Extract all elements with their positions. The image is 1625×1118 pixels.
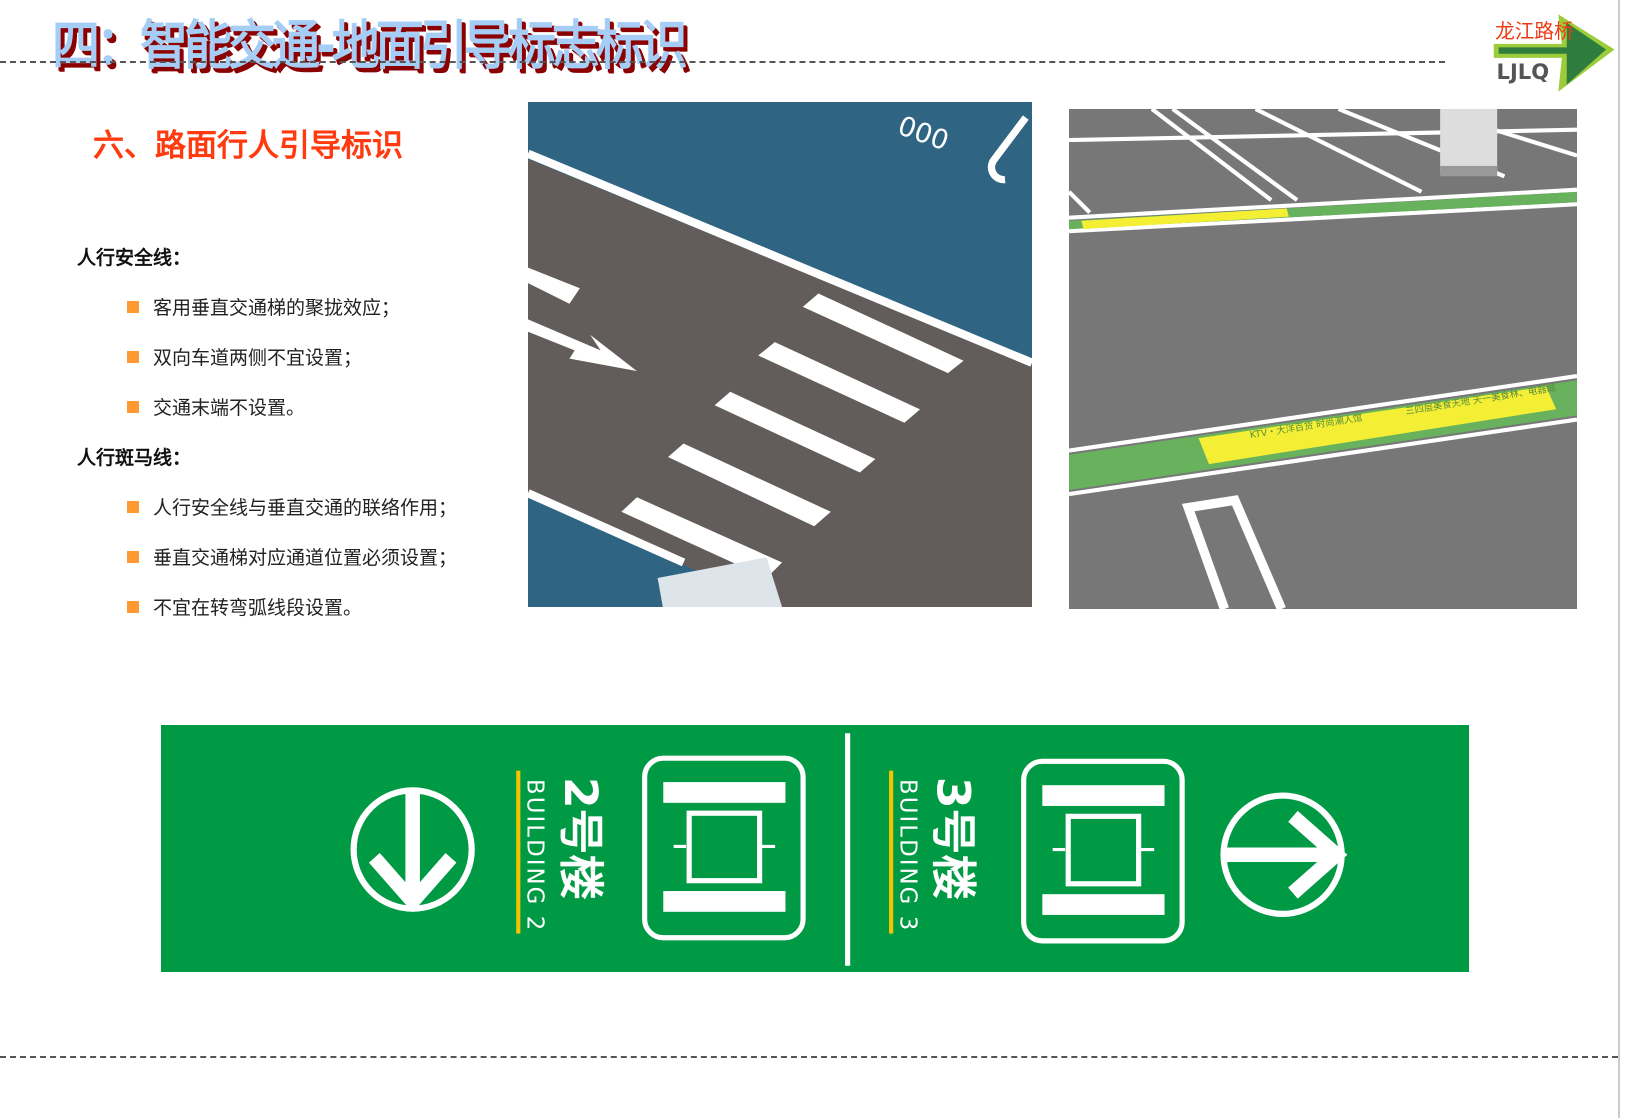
section-title: 六、路面行人引导标识 bbox=[93, 128, 403, 164]
svg-text:LJLQ: LJLQ bbox=[1497, 59, 1550, 84]
group-heading: 人行安全线： bbox=[77, 247, 192, 269]
svg-text:龙江路桥: 龙江路桥 bbox=[1495, 20, 1574, 43]
list-item: 人行安全线与垂直交通的联络作用； bbox=[127, 493, 457, 520]
building-2-en: BUILDING 2 bbox=[522, 779, 548, 932]
building-3-en: BUILDING 3 bbox=[894, 779, 920, 932]
list-item: 垂直交通梯对应通道位置必须设置； bbox=[127, 543, 457, 570]
list-item: 双向车道两侧不宜设置； bbox=[127, 343, 362, 370]
list-item: 客用垂直交通梯的聚拢效应； bbox=[127, 293, 400, 320]
group-heading: 人行斑马线： bbox=[77, 447, 192, 469]
bullet-icon bbox=[127, 300, 139, 313]
footer-divider bbox=[0, 1056, 1618, 1058]
arrow-right-icon bbox=[1220, 792, 1348, 917]
zebra-crossing-image: 000 bbox=[528, 102, 1032, 607]
bullet-icon bbox=[127, 500, 139, 513]
header-divider bbox=[0, 61, 1445, 63]
bullet-icon bbox=[127, 400, 139, 413]
building-2-cn: 2号楼 bbox=[554, 777, 607, 900]
wayfinding-sign: BUILDING 2 2号楼 BUILDING 3 3号楼 bbox=[161, 725, 1469, 972]
list-item: 不宜在转弯弧线段设置。 bbox=[127, 593, 362, 620]
elevator-icon bbox=[1021, 758, 1185, 944]
list-item: 交通末端不设置。 bbox=[127, 393, 305, 420]
ljlq-logo: 龙江路桥 LJLQ bbox=[1493, 14, 1615, 92]
page-right-border bbox=[1618, 0, 1620, 1118]
arrow-down-icon bbox=[350, 787, 475, 913]
building-3-cn: 3号楼 bbox=[927, 777, 980, 900]
bullet-icon bbox=[127, 550, 139, 563]
elevator-icon bbox=[642, 755, 806, 941]
bullet-icon bbox=[127, 350, 139, 363]
page-title: 四：智能交通-地面引导标志标识 bbox=[52, 15, 688, 77]
parking-floor-image: KTV・大洋百货 时尚潮人馆 三四层美食天地 天一美食林、电器城 bbox=[1069, 109, 1577, 609]
bullet-icon bbox=[127, 600, 139, 613]
